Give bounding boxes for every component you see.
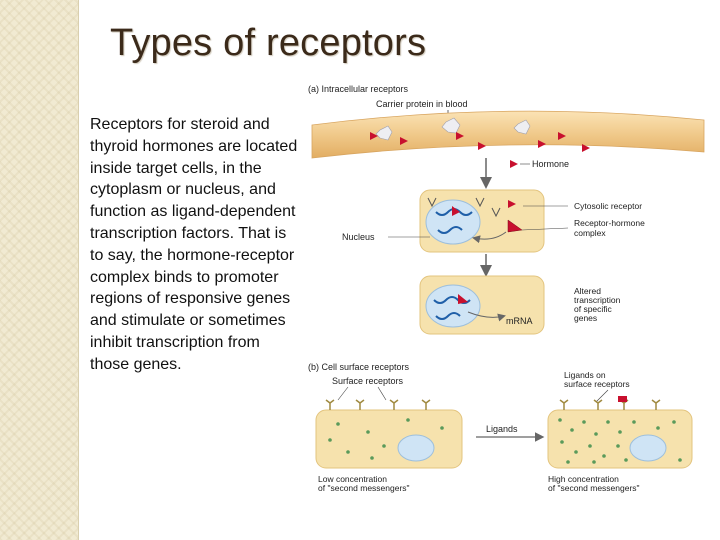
second-messenger-dots xyxy=(558,418,682,464)
low-concentration-label: Low concentration xyxy=(318,474,387,484)
ligands-on-receptors-label: Ligands on xyxy=(564,370,606,380)
panel-b-title: (b) Cell surface receptors xyxy=(308,362,410,372)
ligands-label: Ligands xyxy=(486,424,518,434)
altered-transcription-label: Altered xyxy=(574,286,601,296)
cytosolic-receptor-label: Cytosolic receptor xyxy=(574,201,642,211)
low-concentration-label: of "second messengers" xyxy=(318,483,410,493)
mrna-arrow-icon xyxy=(467,311,506,322)
blood-vessel xyxy=(311,110,705,159)
nucleus-label: Nucleus xyxy=(342,232,375,242)
receptor-hormone-complex-icon xyxy=(452,206,460,216)
hormone-icon xyxy=(370,132,590,152)
carrier-protein-icon xyxy=(375,117,531,141)
decorative-left-band xyxy=(0,0,79,540)
slide-title: Types of receptors xyxy=(110,22,427,64)
surface-receptors-label: Surface receptors xyxy=(332,376,404,386)
low-messenger-cell xyxy=(315,409,463,469)
receptor-diagram: (a) Intracellular receptors Carrier prot… xyxy=(308,80,708,500)
arrow-to-nucleus-icon xyxy=(472,231,507,244)
surface-pointer-line xyxy=(337,386,349,401)
high-concentration-label: of "second messengers" xyxy=(548,483,640,493)
cell-nucleus xyxy=(397,434,435,462)
receptor-diagram-svg: (a) Intracellular receptors Carrier prot… xyxy=(308,84,705,493)
receptor-hormone-complex-icon xyxy=(507,219,523,233)
cell-nucleus xyxy=(425,199,481,245)
complex-pointer-line xyxy=(521,227,569,231)
high-messenger-cell xyxy=(547,409,693,469)
receptor-hormone-complex-icon xyxy=(458,294,468,304)
ligands-on-receptors-label: surface receptors xyxy=(564,379,630,389)
slide-body-text: Receptors for steroid and thyroid hormon… xyxy=(90,116,298,373)
altered-transcription-label: genes xyxy=(574,313,597,323)
hormone-label: Hormone xyxy=(532,159,569,169)
complex-label: Receptor-hormone xyxy=(574,218,645,228)
surface-pointer-line xyxy=(377,386,387,401)
cell-nucleus xyxy=(629,434,667,462)
mrna-label: mRNA xyxy=(506,316,533,326)
dna-strand xyxy=(437,226,463,234)
hormone-icon xyxy=(510,160,518,168)
second-messenger-dots xyxy=(328,418,444,460)
cell-nucleus xyxy=(425,284,481,328)
carrier-protein-label: Carrier protein in blood xyxy=(376,99,468,109)
complex-label: complex xyxy=(574,228,606,238)
altered-transcription-label: of specific xyxy=(574,304,613,314)
bound-ligand-icon xyxy=(618,396,627,402)
dna-strand xyxy=(435,312,461,320)
receptor-icon xyxy=(427,197,501,218)
hormone-icon xyxy=(508,200,516,208)
ligands-pointer-line xyxy=(595,389,609,403)
surface-receptor-icon xyxy=(559,399,661,410)
altered-transcription-label: transcription xyxy=(574,295,621,305)
panel-a-title: (a) Intracellular receptors xyxy=(308,84,409,94)
dna-strand xyxy=(433,296,471,304)
high-concentration-label: High concentration xyxy=(548,474,619,484)
surface-receptor-icon xyxy=(325,399,431,410)
